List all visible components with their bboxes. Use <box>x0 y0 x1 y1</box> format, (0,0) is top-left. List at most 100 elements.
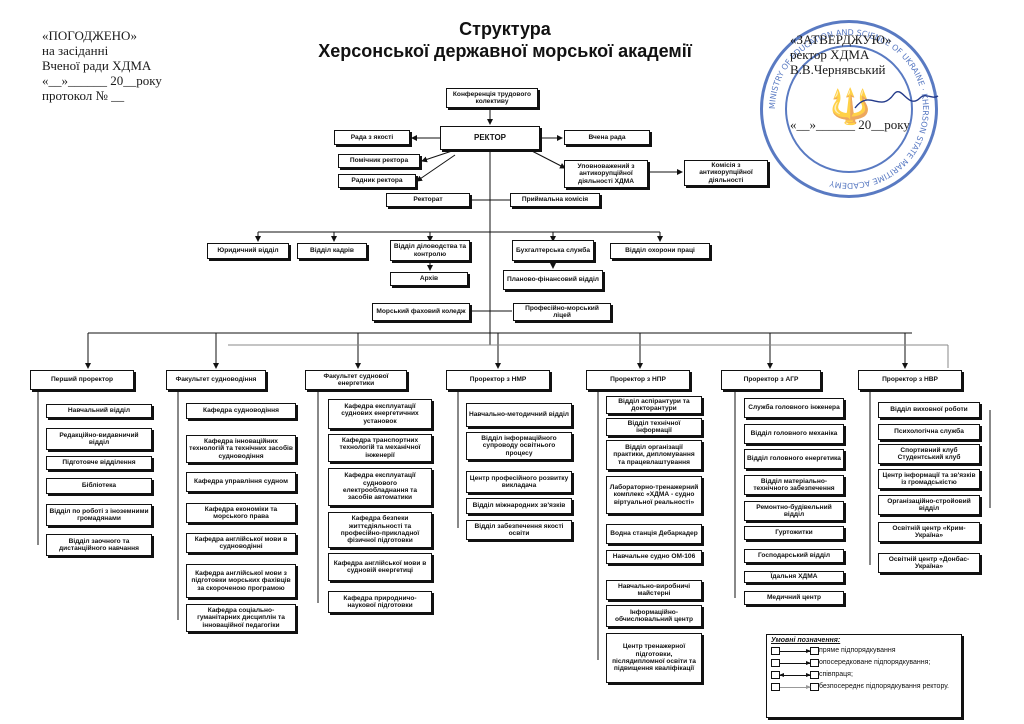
komisiia-box: Комісія з антикорупційної діяльності <box>684 160 768 186</box>
approved-line-1: «ПОГОДЖЕНО» <box>42 28 137 43</box>
col6-item-5: Ремонтно-будівельний відділ <box>744 501 844 521</box>
konferentsiia-box: Конференція трудового колективу <box>446 88 538 108</box>
pryimalna-box: Приймальна комісія <box>510 193 600 207</box>
dilovodstvo-box: Відділ діловодства та контролю <box>390 240 470 261</box>
col5-item-7: Навчально-виробничі майстерні <box>606 580 702 600</box>
trident-icon: 🔱 <box>829 87 872 127</box>
col5-item-8: Інформаційно-обчислювальний центр <box>606 605 702 627</box>
col2-item-2: Кафедра інноваційних технологій та техні… <box>186 435 296 463</box>
pomichnyk-box: Помічник ректора <box>338 154 420 168</box>
col2-item-6: Кафедра англійської мови з підготовки мо… <box>186 564 296 598</box>
rektorat-box: Ректорат <box>386 193 470 207</box>
official-seal-stamp: 🔱 MINISTRY OF EDUCATION AND SCIENCE OF U… <box>760 20 938 198</box>
legend-label-direct: пряме підпорядкування <box>819 647 896 654</box>
legend-label-cooperation: співпраця; <box>819 671 853 678</box>
col1-item-2: Редакційно-видавничий відділ <box>46 428 152 450</box>
upovnovazhenyi-box: Уповноважений з антикорупційної діяльнос… <box>564 160 648 188</box>
col5-item-9: Центр тренажерної підготовки, післядипло… <box>606 633 702 683</box>
column-head-nvr: Проректор з НВР <box>858 370 962 390</box>
legend-label-indirect: опосередковане підпорядкування; <box>819 659 931 666</box>
col6-item-8: Їдальня ХДМА <box>744 571 844 583</box>
column-head-sudnovodinnia: Факультет судноводіння <box>166 370 266 390</box>
col1-item-3: Підготовче відділення <box>46 456 152 470</box>
approved-line-3: Вченої ради ХДМА <box>42 58 152 73</box>
legend-title: Умовні позначення: <box>771 637 841 644</box>
col6-item-3: Відділ головного енергетика <box>744 449 844 469</box>
col1-item-1: Навчальний відділ <box>46 404 152 418</box>
col6-item-6: Гуртожитки <box>744 526 844 540</box>
legend-row-cooperation: співпраця; <box>771 671 957 683</box>
col5-item-5: Водна станція Дебаркадер <box>606 524 702 544</box>
page-title: Структура Херсонської державної морської… <box>270 18 740 62</box>
col6-item-7: Господарський відділ <box>744 549 844 563</box>
col4-item-1: Навчально-методичний відділ <box>466 403 572 427</box>
col7-item-3: Спортивний клуб Студентський клуб <box>878 444 980 464</box>
col7-item-1: Відділ виховної роботи <box>878 402 980 418</box>
approved-line-5: протокол № __ <box>42 88 125 103</box>
col7-item-2: Психологічна служба <box>878 424 980 440</box>
koledzh-box: Морський фаховий коледж <box>372 303 470 321</box>
planovo-box: Планово-фінансовий відділ <box>503 270 603 290</box>
confirm-line-1: «ЗАТВЕРДЖУЮ» <box>790 32 892 47</box>
col5-item-4: Лабораторно-тренажерний комплекс «ХДМА -… <box>606 476 702 514</box>
col2-item-1: Кафедра судноводіння <box>186 403 296 419</box>
col3-item-4: Кафедра безпеки життєдіяльності та профе… <box>328 512 432 548</box>
buhalteria-box: Бухгалтерська служба <box>512 240 594 261</box>
col3-item-6: Кафедра природничо-наукової підготовки <box>328 591 432 613</box>
column-head-npr: Проректор з НПР <box>586 370 690 390</box>
legend-row-indirect: опосередковане підпорядкування; <box>771 659 957 671</box>
col2-item-7: Кафедра соціально-гуманітарних дисциплін… <box>186 604 296 632</box>
confirm-line-2: ректор ХДМА <box>790 47 870 62</box>
approved-block: «ПОГОДЖЕНО» на засіданні Вченої ради ХДМ… <box>42 28 162 103</box>
legend-row-rector: безпосереднє підпорядкування ректору. <box>771 683 957 701</box>
col6-item-2: Відділ головного механіка <box>744 424 844 444</box>
rektor-box: РЕКТОР <box>440 126 540 150</box>
column-head-enerhetyka: Факультет суднової енергетики <box>305 370 407 390</box>
col3-item-2: Кафедра транспортних технологій та механ… <box>328 434 432 462</box>
col1-item-6: Відділ заочного та дистанційного навчанн… <box>46 534 152 556</box>
col5-item-6: Навчальне судно ОМ-106 <box>606 550 702 564</box>
col4-item-5: Відділ забезпечення якості освіти <box>466 520 572 540</box>
confirm-block: «ЗАТВЕРДЖУЮ» ректор ХДМА В.В.Чернявський… <box>790 32 910 132</box>
legend-row-direct: пряме підпорядкування <box>771 647 957 659</box>
confirm-line-4: «__»______ 20__року <box>790 117 910 132</box>
legend-label-rector: безпосереднє підпорядкування ректору. <box>819 683 950 690</box>
col4-item-4: Відділ міжнародних зв'язків <box>466 498 572 514</box>
column-head-nmr: Проректор з НМР <box>446 370 550 390</box>
col4-item-3: Центр професійного розвитку викладача <box>466 471 572 493</box>
col6-item-9: Медичний центр <box>744 591 844 605</box>
col6-item-4: Відділ матеріально-технічного забезпечен… <box>744 475 844 495</box>
col6-item-1: Служба головного інженера <box>744 398 844 418</box>
radnyk-box: Радник ректора <box>338 174 416 188</box>
yurydychnyi-box: Юридичний відділ <box>207 243 289 259</box>
col2-item-5: Кафедра англійської мови в судноводінні <box>186 533 296 553</box>
approved-line-4: «__»______ 20__року <box>42 73 162 88</box>
kadriv-box: Відділ кадрів <box>297 243 367 259</box>
title-line-2: Херсонської державної морської академії <box>318 41 692 61</box>
col3-item-5: Кафедра англійської мови в судновій енер… <box>328 553 432 581</box>
column-head-pershyi: Перший проректор <box>30 370 134 390</box>
legend: Умовні позначення: пряме підпорядкування… <box>766 634 962 718</box>
col4-item-2: Відділ інформаційного супроводу освітньо… <box>466 432 572 460</box>
col3-item-3: Кафедра експлуатації суднового електрооб… <box>328 468 432 506</box>
col5-item-1: Відділ аспірантури та докторантури <box>606 396 702 414</box>
col3-item-1: Кафедра експлуатації суднових енергетичн… <box>328 399 432 429</box>
col1-item-4: Бібліотека <box>46 478 152 494</box>
col7-item-5: Організаційно-стройовий відділ <box>878 495 980 515</box>
vchena-rada-box: Вчена рада <box>564 130 650 145</box>
title-line-1: Структура <box>459 19 551 39</box>
approved-line-2: на засіданні <box>42 43 109 58</box>
handwritten-signature <box>854 91 939 109</box>
rada-yakosti-box: Рада з якості <box>334 130 410 145</box>
col2-item-3: Кафедра управління судном <box>186 472 296 492</box>
col5-item-3: Відділ організації практики, дипломуванн… <box>606 440 702 470</box>
okhorona-box: Відділ охорони праці <box>610 243 710 259</box>
confirm-line-3: В.В.Чернявський <box>790 62 886 77</box>
col7-item-7: Освітній центр «Донбас-Україна» <box>878 553 980 573</box>
column-head-ahr: Проректор з АГР <box>721 370 821 390</box>
arkhiv-box: Архів <box>390 272 468 286</box>
col7-item-4: Центр інформації та зв'язків із громадсь… <box>878 469 980 489</box>
col5-item-2: Відділ технічної інформації <box>606 418 702 436</box>
col2-item-4: Кафедра економіки та морського права <box>186 503 296 523</box>
